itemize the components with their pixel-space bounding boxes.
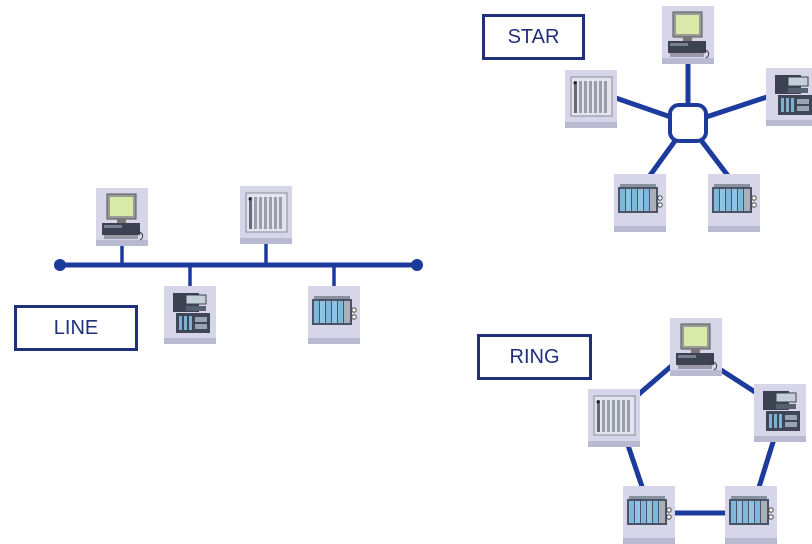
plc-rack-icon [239,185,293,245]
io-module-icon [724,485,778,544]
computer-icon [661,5,715,65]
plc-rack-icon [587,388,641,448]
operator-panel-icon [163,285,217,345]
bus-terminator-left [54,259,66,271]
io-module-icon [307,285,361,345]
io-module-icon [622,485,676,544]
operator-panel-icon [753,383,807,443]
star-topology [564,5,812,233]
computer-icon [669,317,723,377]
ring-label: RING [477,334,592,380]
ring-topology [587,317,807,544]
computer-icon [95,187,149,247]
line-label: LINE [14,305,138,351]
line-topology [54,185,423,345]
operator-panel-icon [765,67,812,127]
bus-terminator-right [411,259,423,271]
io-module-icon [613,173,667,233]
io-module-icon [707,173,761,233]
switch-icon [668,103,708,143]
star-label: STAR [482,14,585,60]
plc-rack-icon [564,69,618,129]
